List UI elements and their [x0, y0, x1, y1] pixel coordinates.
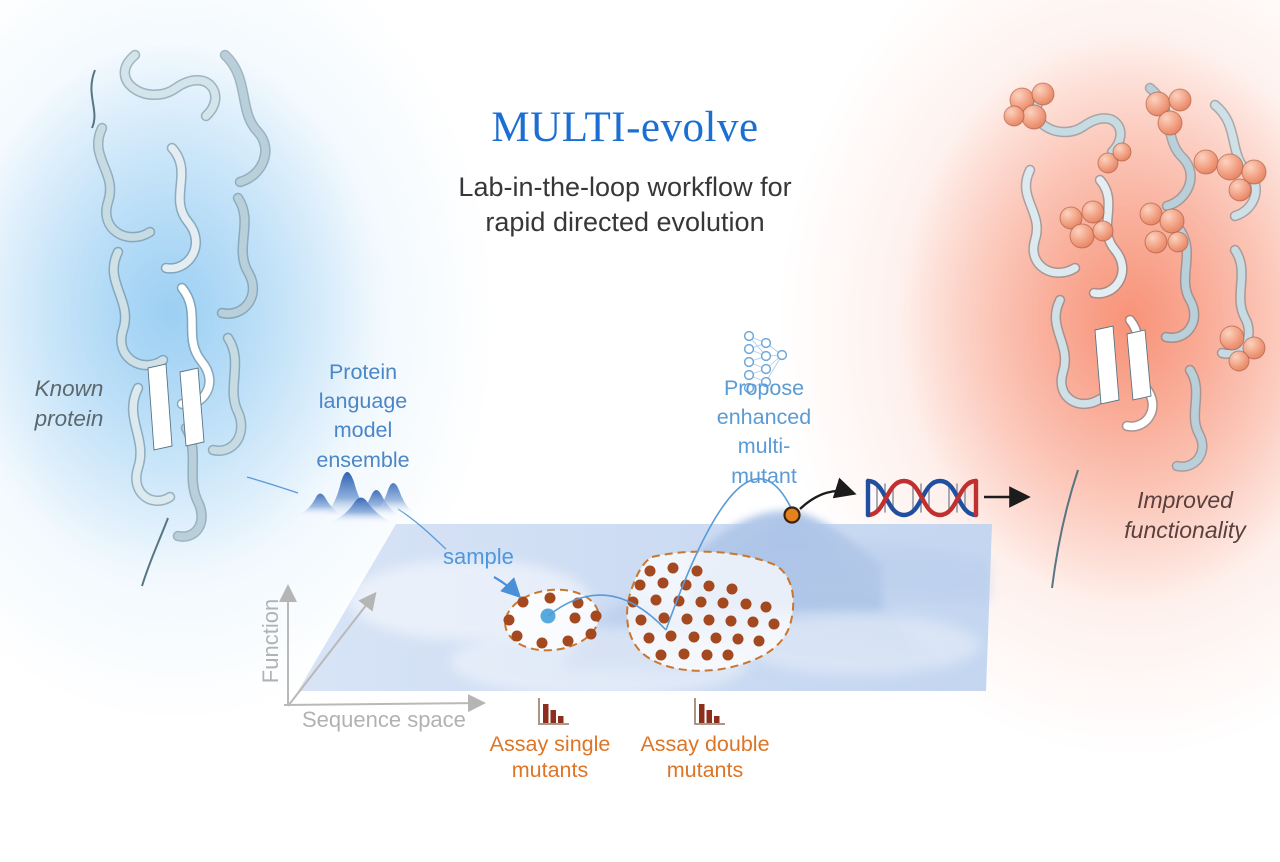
- peak-to-dna-arrow: [799, 477, 857, 510]
- improved-protein-tail: [1051, 469, 1079, 589]
- diagram-dot: [703, 580, 715, 592]
- proposed-mutant-dot: [783, 506, 801, 524]
- diagram-dot: [1219, 325, 1245, 351]
- diagram-dot: [722, 649, 734, 661]
- diagram-dot: [747, 616, 759, 628]
- diagram-dot: [655, 649, 667, 661]
- diagram-dot: [710, 632, 722, 644]
- double-mutant-cluster: [626, 550, 795, 672]
- diagram-dot: [678, 648, 690, 660]
- diagram-dot: [650, 594, 662, 606]
- diagram-dot: [1097, 152, 1119, 174]
- sequence-axis-arrow: [283, 694, 486, 713]
- diagram-dot: [1157, 110, 1183, 136]
- diagram-dot: [717, 597, 729, 609]
- diagram-dot: [701, 649, 713, 661]
- diagram-dot: [1159, 208, 1185, 234]
- mutation-spheres: [1003, 82, 1267, 372]
- sample-arrow: [493, 576, 522, 599]
- known-protein-structure: [90, 49, 271, 587]
- diagram-dot: [1168, 88, 1192, 112]
- diagram-dot: [695, 596, 707, 608]
- diagram-dot: [768, 618, 780, 630]
- diagram-dot: [644, 565, 656, 577]
- workflow-curves: [246, 476, 794, 631]
- diagram-dot: [726, 583, 738, 595]
- diagram-dot: [1031, 82, 1055, 106]
- diagram-subtitle: Lab-in-the-loop workflow for rapid direc…: [458, 172, 792, 237]
- diagram-dot: [732, 633, 744, 645]
- plm-ensemble-label: Protein language model ensemble: [316, 360, 410, 472]
- improved-protein-structure: [1003, 82, 1267, 589]
- diagram-dot: [585, 628, 597, 640]
- diagram-dot: [511, 630, 523, 642]
- function-axis-label: Function: [258, 598, 283, 684]
- assay-double-barchart-icon: [694, 698, 725, 725]
- diagram-dot: [643, 632, 655, 644]
- assay-single-mutants-label: Assay single mutants: [489, 732, 611, 783]
- diagram-dot: [1228, 178, 1252, 202]
- diagram-dot: [634, 579, 646, 591]
- dna-red-strand: [865, 478, 979, 518]
- diagram-dot: [1021, 104, 1047, 130]
- sample-label: sample: [443, 544, 514, 569]
- dna-icon: [865, 478, 979, 518]
- diagram-dot: [1092, 220, 1114, 242]
- protein-to-model-line: [246, 476, 299, 494]
- diagram-dot: [688, 631, 700, 643]
- double-mutant-dots: [627, 562, 780, 661]
- assay-single-barchart-icon: [538, 698, 569, 725]
- propose-network-icon: [743, 330, 788, 394]
- diagram-dot: [635, 614, 647, 626]
- model-ensemble-mountains-icon: [294, 472, 418, 524]
- diagram-dot: [1112, 142, 1132, 162]
- diagram-dot: [667, 562, 679, 574]
- diagram-dot: [760, 601, 772, 613]
- diagram-dot: [562, 635, 574, 647]
- diagram-title: MULTI-evolve: [491, 104, 759, 151]
- diagram-dot: [1242, 336, 1266, 360]
- diagram-dot: [725, 615, 737, 627]
- diagram-dot: [1228, 350, 1250, 372]
- diagram-dot: [703, 614, 715, 626]
- assay-double-mutants-label: Assay double mutants: [640, 732, 770, 783]
- diagram-dot: [1167, 231, 1189, 253]
- diagram-dot: [1081, 200, 1105, 224]
- diagram-dot: [590, 610, 602, 622]
- landscape-axes: [279, 584, 486, 713]
- single-to-double-curve: [547, 594, 667, 631]
- diagram-dot: [569, 612, 581, 624]
- known-protein-label: Known protein: [34, 376, 104, 432]
- known-protein-tail: [141, 517, 169, 587]
- diagram-dot: [753, 635, 765, 647]
- diagram-dot: [658, 612, 670, 624]
- diagram-dot: [517, 596, 529, 608]
- improved-functionality-label: Improved functionality: [1124, 487, 1246, 543]
- diagram-dot: [657, 577, 669, 589]
- propose-multi-mutant-label: Propose enhanced multi- mutant: [716, 376, 812, 488]
- diagram-dot: [1241, 159, 1267, 185]
- diagram-dot: [544, 592, 556, 604]
- diagram-dot: [740, 598, 752, 610]
- diagram-dot: [1003, 105, 1025, 127]
- diagram-dot: [680, 579, 692, 591]
- sequence-space-axis-label: Sequence space: [302, 707, 466, 732]
- depth-axis-arrow: [287, 591, 377, 707]
- double-to-peak-curve: [665, 478, 794, 631]
- diagram-dot: [1193, 149, 1219, 175]
- diagram-dot: [536, 637, 548, 649]
- diagram-dot: [1069, 223, 1095, 249]
- diagram-dot: [665, 630, 677, 642]
- diagram-dot: [691, 565, 703, 577]
- diagram-dot: [1059, 206, 1083, 230]
- diagram-dot: [681, 613, 693, 625]
- diagram-dot: [1139, 202, 1163, 226]
- diagram-dot: [1216, 153, 1244, 181]
- dna-section: [799, 477, 1031, 518]
- diagram-dot: [503, 614, 515, 626]
- diagram-dot: [1144, 230, 1168, 254]
